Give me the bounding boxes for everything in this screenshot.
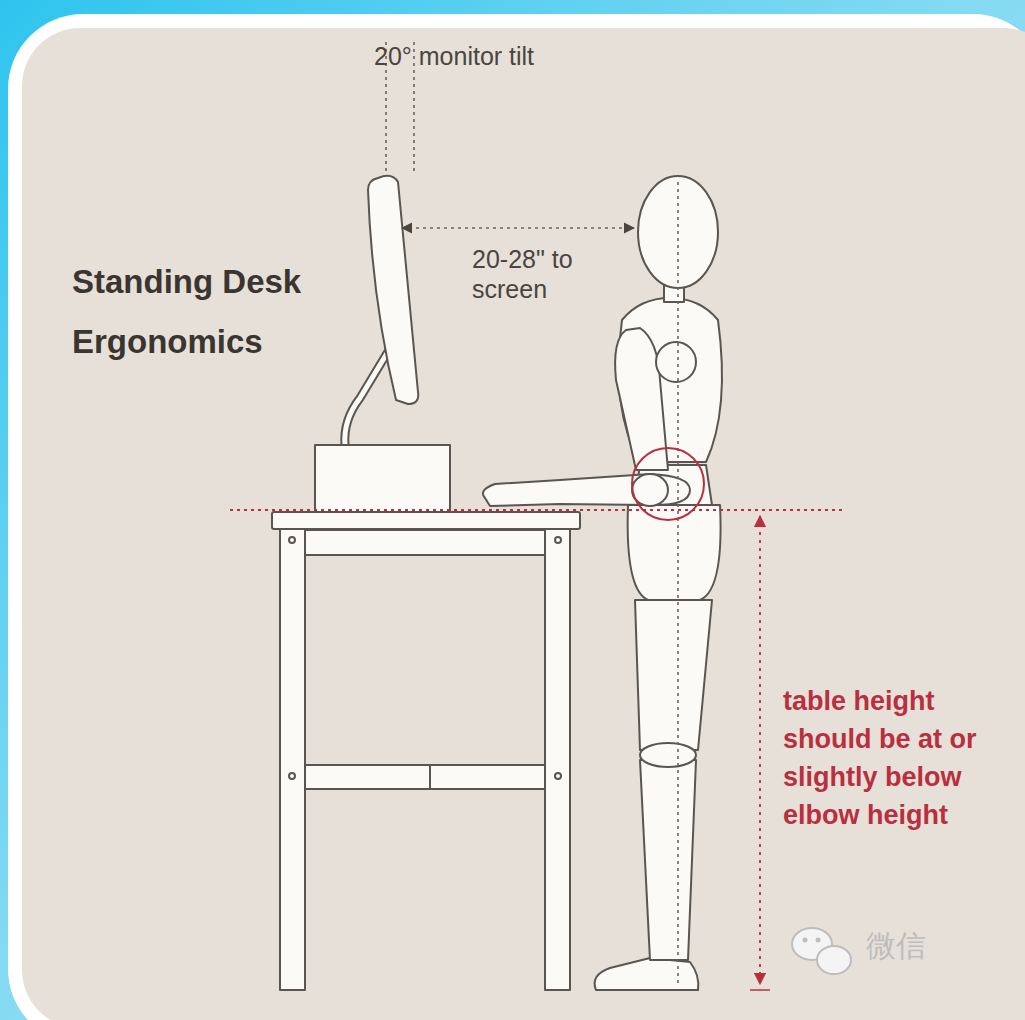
distance-label: 20-28" to screen <box>472 244 584 304</box>
diagram-title: Standing Desk Ergonomics <box>72 252 362 372</box>
monitor <box>315 176 450 512</box>
tilt-label: 20° monitor tilt <box>374 40 634 72</box>
height-note: table height should be at or slightly be… <box>783 682 1011 834</box>
body-axis <box>677 182 679 985</box>
height-dimension <box>759 516 761 984</box>
watermark: 微信 <box>866 928 966 964</box>
elbow-highlight <box>632 448 704 520</box>
wechat-icon <box>792 928 851 974</box>
distance-arrow <box>402 227 634 229</box>
desk <box>272 512 580 990</box>
elbow-height-line <box>230 509 842 511</box>
dimension-tick <box>750 989 770 991</box>
beige-panel <box>22 28 1025 1020</box>
